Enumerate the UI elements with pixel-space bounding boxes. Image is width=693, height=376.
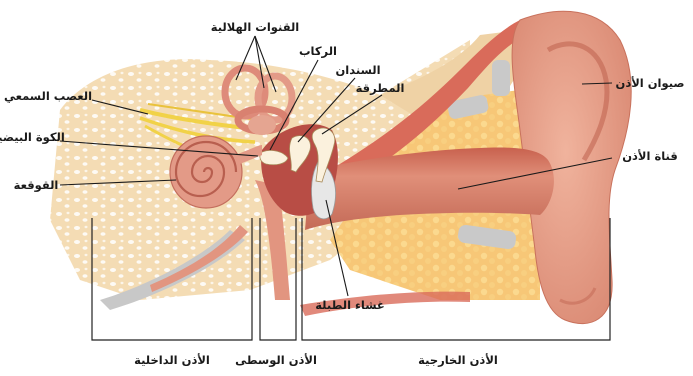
label-middle-ear: الأذن الوسطى [235, 353, 317, 368]
label-pinna: صيوان الأذن [616, 76, 685, 91]
label-ear-canal: قناة الأذن [622, 149, 678, 163]
label-incus: السندان [335, 63, 380, 77]
label-semicircular-canals: القنوات الهلالية [211, 20, 300, 35]
label-outer-ear: الأذن الخارجية [418, 353, 498, 367]
label-eardrum: غشاء الطبلة [315, 298, 385, 312]
label-auditory-nerve: العصب السمعي [4, 89, 92, 103]
label-malleus: المطرقة [356, 81, 405, 95]
label-stapes: الركاب [299, 44, 337, 58]
label-inner-ear: الأذن الداخلية [134, 353, 210, 367]
label-cochlea: القوقعة [14, 178, 59, 193]
label-oval-window: الكوة البيضية [0, 130, 65, 145]
